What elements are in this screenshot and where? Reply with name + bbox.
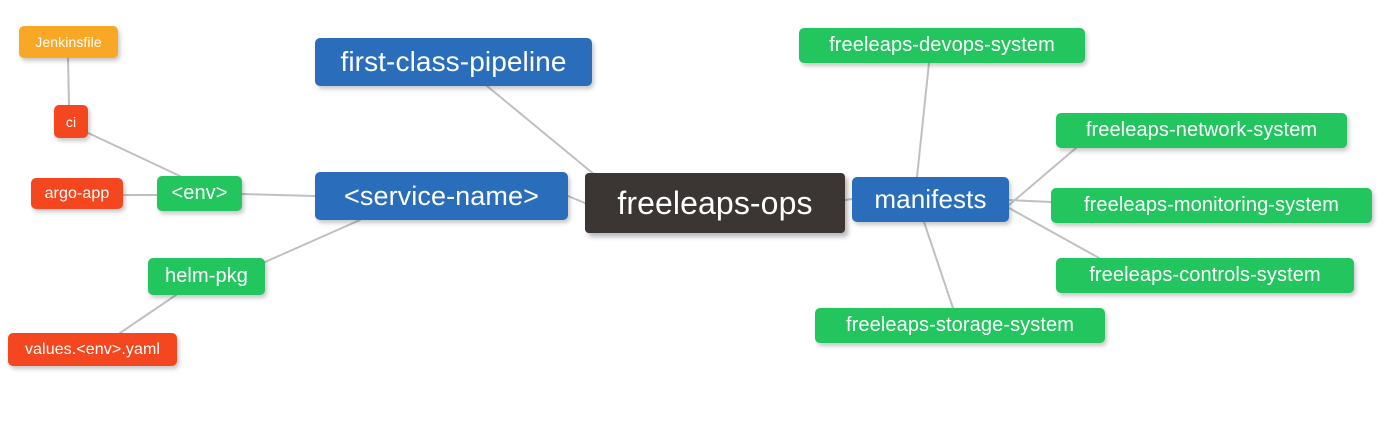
node-label: freeleaps-ops [617, 184, 813, 221]
mindmap-node-freeleaps-storage-system[interactable]: freeleaps-storage-system [815, 308, 1105, 343]
node-label: helm-pkg [164, 265, 249, 287]
edge-manifests-to-freeleaps-monitoring-system [1008, 199, 1052, 203]
node-label: freeleaps-devops-system [829, 34, 1055, 56]
node-label: freeleaps-monitoring-system [1083, 194, 1339, 216]
mindmap-node-jenkinsfile[interactable]: Jenkinsfile [19, 26, 118, 58]
node-label: argo-app [44, 184, 110, 202]
node-label: freeleaps-storage-system [845, 314, 1075, 336]
node-label: <env> [171, 182, 228, 204]
mindmap-node-freeleaps-network-system[interactable]: freeleaps-network-system [1056, 113, 1347, 148]
edge-manifests-to-freeleaps-devops-system [916, 62, 930, 178]
edge-helm-pkg-to-values-env-yaml [119, 294, 177, 334]
node-label: freeleaps-controls-system [1089, 264, 1321, 286]
node-label: manifests [874, 184, 987, 214]
mindmap-node-service-name[interactable]: <service-name> [315, 172, 568, 220]
mindmap-node-values-env-yaml[interactable]: values.<env>.yaml [8, 333, 177, 366]
edge-env-to-ci [85, 131, 181, 177]
mindmap-node-freeleaps-devops-system[interactable]: freeleaps-devops-system [799, 28, 1085, 63]
node-label: ci [65, 113, 77, 130]
node-label: <service-name> [344, 180, 539, 211]
mindmap-node-freeleaps-controls-system[interactable]: freeleaps-controls-system [1056, 258, 1354, 293]
node-label: Jenkinsfile [35, 34, 102, 50]
edge-ci-to-jenkinsfile [67, 57, 70, 106]
mindmap-node-freeleaps-ops[interactable]: freeleaps-ops [585, 173, 845, 233]
node-label: freeleaps-network-system [1085, 119, 1318, 141]
mindmap-node-manifests[interactable]: manifests [852, 177, 1009, 222]
edge-service-name-to-env [241, 193, 316, 197]
edge-freeleaps-ops-to-first-class-pipeline [486, 85, 602, 181]
mindmap-node-first-class-pipeline[interactable]: first-class-pipeline [315, 38, 592, 86]
node-label: first-class-pipeline [340, 46, 567, 77]
edge-freeleaps-ops-to-manifests [844, 198, 853, 201]
edge-service-name-to-helm-pkg [264, 219, 361, 263]
edge-freeleaps-ops-to-service-name [567, 195, 586, 204]
mindmap-node-helm-pkg[interactable]: helm-pkg [148, 258, 265, 295]
edge-manifests-to-freeleaps-storage-system [923, 221, 954, 309]
mindmap-node-argo-app[interactable]: argo-app [31, 178, 123, 209]
mindmap-node-freeleaps-monitoring-system[interactable]: freeleaps-monitoring-system [1051, 188, 1372, 223]
mindmap-node-env[interactable]: <env> [157, 176, 242, 211]
node-label: values.<env>.yaml [24, 340, 161, 358]
mindmap-node-ci[interactable]: ci [54, 105, 88, 138]
